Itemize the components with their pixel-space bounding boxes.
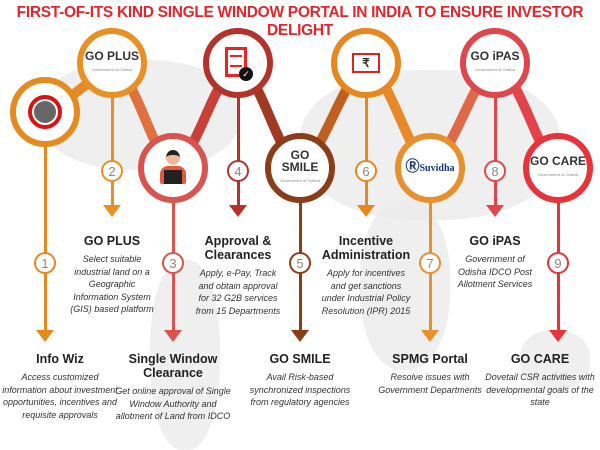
arrow-down-icon bbox=[36, 330, 54, 342]
step-description: Dovetail CSR activities with development… bbox=[485, 372, 595, 407]
step-line bbox=[44, 140, 47, 330]
step-number-badge: 1 bbox=[34, 252, 56, 274]
step-title: GO iPAS bbox=[469, 234, 521, 248]
step-1-icon-circle[interactable] bbox=[10, 77, 80, 147]
step-title: GO SMILE bbox=[269, 352, 331, 366]
step-text: GO SMILE Avail Risk-based synchronized i… bbox=[240, 352, 360, 409]
step-title: Approval & Clearances bbox=[204, 234, 272, 262]
step-4-icon-circle[interactable]: ✓ bbox=[203, 28, 273, 98]
step-description: Get online approval of Single Window Aut… bbox=[115, 386, 231, 421]
arrow-down-icon bbox=[103, 205, 121, 217]
step-number-badge: 8 bbox=[484, 160, 506, 182]
step-number-badge: 2 bbox=[101, 160, 123, 182]
clipboard-check-icon: ✓ bbox=[223, 45, 253, 81]
step-number-badge: 7 bbox=[419, 252, 441, 274]
arrow-down-icon bbox=[486, 205, 504, 217]
arrow-down-icon bbox=[357, 205, 375, 217]
step-description: Select suitable industrial land on a Geo… bbox=[70, 254, 154, 314]
step-title: GO PLUS bbox=[83, 234, 141, 248]
step-6-icon-circle[interactable]: ₹ bbox=[331, 28, 401, 98]
step-number-badge: 4 bbox=[227, 160, 249, 182]
step-text: GO iPAS Government of Odisha IDCO Post A… bbox=[450, 234, 540, 291]
step-text: Info Wiz Access customized information a… bbox=[0, 352, 120, 421]
step-description: Apply for incentives and get sanctions u… bbox=[321, 268, 411, 316]
step-number-badge: 6 bbox=[355, 160, 377, 182]
step-line bbox=[365, 91, 368, 205]
step-number-badge: 9 bbox=[547, 252, 569, 274]
step-3-icon-circle[interactable] bbox=[138, 133, 208, 203]
arrow-down-icon bbox=[291, 330, 309, 342]
step-description: Avail Risk-based synchronized inspection… bbox=[249, 372, 351, 407]
page-title: FIRST-OF-ITS KIND SINGLE WINDOW PORTAL I… bbox=[16, 4, 584, 39]
step-7-icon-circle[interactable]: ⓇSuvidha bbox=[395, 133, 465, 203]
arrow-down-icon bbox=[549, 330, 567, 342]
step-text: GO CARE Dovetail CSR activities with dev… bbox=[480, 352, 600, 409]
step-title: Incentive Administration bbox=[321, 234, 411, 262]
step-line bbox=[237, 91, 240, 205]
arrow-down-icon bbox=[229, 205, 247, 217]
step-line bbox=[494, 91, 497, 205]
arrow-down-icon bbox=[164, 330, 182, 342]
step-text: SPMG Portal Resolve issues with Governme… bbox=[370, 352, 490, 396]
step-title: Single Window Clearance bbox=[128, 352, 218, 380]
step-number-badge: 3 bbox=[162, 252, 184, 274]
arrow-down-icon bbox=[421, 330, 439, 342]
user-laptop-icon bbox=[156, 150, 190, 186]
step-line bbox=[111, 91, 114, 205]
step-description: Access customized information about inve… bbox=[2, 372, 118, 420]
suvidha-logo: ⓇSuvidha bbox=[405, 159, 455, 175]
world-map-background bbox=[150, 260, 220, 450]
step-title: SPMG Portal bbox=[392, 352, 468, 366]
target-logo-icon bbox=[28, 95, 62, 129]
step-description: Government of Odisha IDCO Post Allotment… bbox=[457, 254, 533, 289]
step-title: GO CARE bbox=[510, 352, 570, 366]
step-text: Incentive Administration Apply for incen… bbox=[321, 234, 411, 317]
step-text: Approval & Clearances Apply, e-Pay, Trac… bbox=[193, 234, 283, 317]
step-text: GO PLUS Select suitable industrial land … bbox=[67, 234, 157, 316]
step-text: Single Window Clearance Get online appro… bbox=[113, 352, 233, 423]
step-description: Apply, e-Pay, Track and obtain approval … bbox=[195, 268, 281, 316]
rupee-note-icon: ₹ bbox=[352, 53, 380, 73]
step-number-badge: 5 bbox=[289, 252, 311, 274]
step-description: Resolve issues with Government Departmen… bbox=[378, 372, 482, 395]
step-title: Info Wiz bbox=[36, 352, 84, 366]
